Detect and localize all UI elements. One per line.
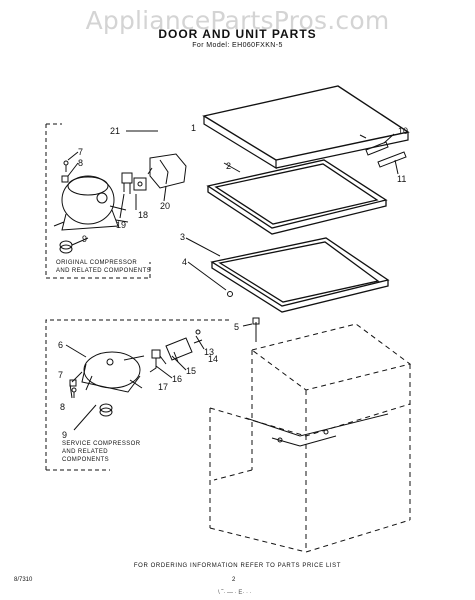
- caption-line: AND RELATED: [62, 449, 108, 455]
- callout-15: 15: [186, 366, 196, 376]
- freezer-cabinet: [209, 323, 412, 553]
- callout-10: 10: [398, 126, 408, 136]
- callout-6: 6: [58, 340, 63, 350]
- callout-19: 19: [116, 220, 126, 230]
- callout-21: 21: [110, 126, 120, 136]
- callout-1: 1: [191, 123, 196, 133]
- hinge-parts: [365, 141, 407, 168]
- freezer-lid: [202, 85, 410, 170]
- service-compressor: [81, 351, 145, 393]
- handwritten-mark: \ ˜· — · E· · ·: [218, 590, 252, 596]
- service-compressor-box: [45, 319, 230, 470]
- callout-9-service: 9: [62, 430, 67, 440]
- page-number: 2: [232, 577, 236, 583]
- callout-8-service: 8: [60, 402, 65, 412]
- callout-2: 2: [226, 161, 231, 171]
- callout-13: 13: [204, 347, 214, 357]
- base-rail: [245, 413, 389, 447]
- callout-20: 20: [160, 201, 170, 211]
- grommet-service: [69, 379, 113, 417]
- callout-9-original: 9: [82, 234, 87, 244]
- caption-line: AND RELATED COMPONENTS: [56, 268, 151, 274]
- caption-line: COMPONENTS: [62, 457, 109, 463]
- ordering-note: FOR ORDERING INFORMATION REFER TO PARTS …: [133, 563, 342, 569]
- caption-line: SERVICE COMPRESSOR: [62, 441, 141, 447]
- callout-16: 16: [172, 374, 182, 384]
- callout-5: 5: [234, 322, 239, 332]
- callout-8-original: 8: [78, 158, 83, 168]
- terminal-cover: [147, 153, 187, 189]
- callout-4: 4: [182, 257, 187, 267]
- service-relay: [149, 329, 201, 373]
- relay-overload: [121, 172, 147, 194]
- service-compressor-caption: SERVICE COMPRESSOR AND RELATED COMPONENT…: [62, 441, 141, 463]
- screw-clip-original: [61, 160, 69, 183]
- callout-18: 18: [138, 210, 148, 220]
- original-compressor: [53, 175, 129, 231]
- callout-14: 14: [208, 354, 218, 364]
- liner-screw: [227, 291, 233, 297]
- callout-7-service: 7: [58, 370, 63, 380]
- cabinet-fastener: [252, 317, 260, 342]
- door-liner: [210, 237, 390, 313]
- callout-11: 11: [397, 174, 406, 184]
- original-compressor-box: [45, 124, 150, 279]
- callout-7-original: 7: [78, 147, 83, 157]
- original-compressor-caption: ORIGINAL COMPRESSOR AND RELATED COMPONEN…: [56, 260, 151, 274]
- grommet-original: [59, 240, 73, 254]
- model-number: For Model: EH060FXKN-5: [192, 42, 283, 49]
- door-gasket: [206, 159, 388, 235]
- watermark: AppliancePartsPros.com: [85, 6, 390, 35]
- caption-line: ORIGINAL COMPRESSOR: [56, 260, 137, 266]
- callout-3: 3: [180, 232, 185, 242]
- callout-17: 17: [158, 382, 168, 392]
- diagram-title: DOOR AND UNIT PARTS: [158, 27, 317, 41]
- document-code: 8/7310: [14, 577, 33, 583]
